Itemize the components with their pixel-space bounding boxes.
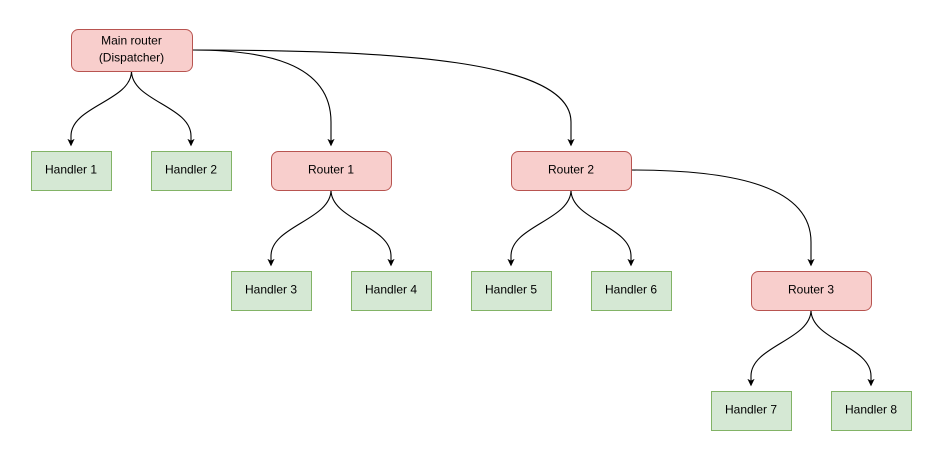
edge-router-3-to-handler-8 [810, 309, 875, 387]
edge-router-1-to-handler-4 [330, 189, 395, 267]
router-3-label-line-0: Router 3 [788, 283, 834, 297]
node-handler-8[interactable]: Handler 8 [831, 391, 912, 431]
nodes-layer: Main router (Dispatcher) Handler 1 Handler … [31, 29, 912, 431]
handler-3-label-line-0: Handler 3 [245, 283, 297, 297]
edge-router-1-to-handler-3 [267, 189, 332, 267]
handler-8-label-line-0: Handler 8 [845, 403, 897, 417]
handler-7-box[interactable] [711, 391, 792, 431]
edge-router-2-to-handler-6 [570, 189, 635, 267]
handler-8-box[interactable] [831, 391, 912, 431]
handler-5-box[interactable] [471, 271, 552, 311]
handler-1-label-line-0: Handler 1 [45, 163, 97, 177]
edge-main-to-router-1 [191, 49, 335, 147]
edge-router-2-to-handler-5 [507, 189, 572, 267]
edge-router-3-to-handler-7 [747, 309, 812, 387]
edge-main-to-handler-1 [67, 70, 133, 147]
router-1-box[interactable] [271, 151, 392, 191]
node-handler-4[interactable]: Handler 4 [351, 271, 432, 311]
handler-2-box[interactable] [151, 151, 232, 191]
handler-6-label-line-0: Handler 6 [605, 283, 657, 297]
main-router-box[interactable] [71, 29, 193, 72]
node-handler-3[interactable]: Handler 3 [231, 271, 312, 311]
handler-6-box[interactable] [591, 271, 672, 311]
node-handler-2[interactable]: Handler 2 [151, 151, 232, 191]
edge-main-to-handler-2 [130, 70, 195, 147]
node-router-2[interactable]: Router 2 [511, 151, 632, 191]
node-handler-5[interactable]: Handler 5 [471, 271, 552, 311]
handler-2-label-line-0: Handler 2 [165, 163, 217, 177]
edge-router-2-to-router-3 [630, 169, 815, 267]
main-router-label-line-0: Main router [101, 34, 162, 48]
node-handler-1[interactable]: Handler 1 [31, 151, 112, 191]
node-handler-6[interactable]: Handler 6 [591, 271, 672, 311]
edge-main-to-router-2 [191, 49, 575, 147]
handler-4-box[interactable] [351, 271, 432, 311]
handler-7-label-line-0: Handler 7 [725, 403, 777, 417]
node-main-router[interactable]: Main router (Dispatcher) [71, 29, 193, 72]
main-router-label-line-1: (Dispatcher) [99, 51, 164, 65]
router-2-label-line-0: Router 2 [548, 163, 594, 177]
router-1-label-line-0: Router 1 [308, 163, 354, 177]
router-3-box[interactable] [751, 271, 872, 311]
node-handler-7[interactable]: Handler 7 [711, 391, 792, 431]
router-2-box[interactable] [511, 151, 632, 191]
handler-4-label-line-0: Handler 4 [365, 283, 417, 297]
node-router-1[interactable]: Router 1 [271, 151, 392, 191]
handler-3-box[interactable] [231, 271, 312, 311]
handler-5-label-line-0: Handler 5 [485, 283, 537, 297]
edges-layer [67, 49, 875, 387]
handler-1-box[interactable] [31, 151, 112, 191]
node-router-3[interactable]: Router 3 [751, 271, 872, 311]
